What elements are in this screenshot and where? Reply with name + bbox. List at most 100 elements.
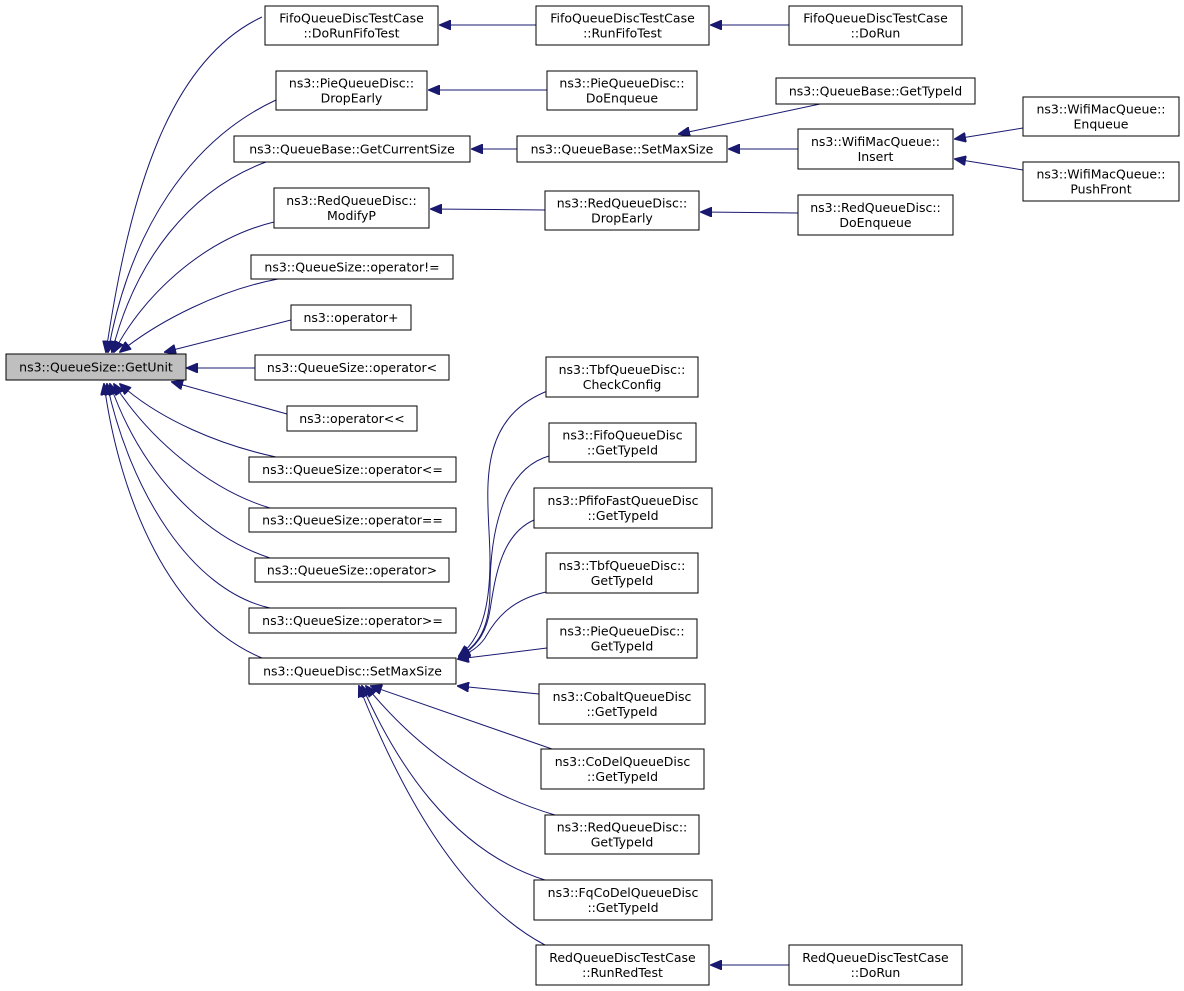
node-box [248, 456, 457, 483]
node-fifo-runfifotest[interactable]: FifoQueueDiscTestCase::RunFifoTest [535, 5, 710, 46]
node-codel-gettypeid[interactable]: ns3::CoDelQueueDisc::GetTypeId [540, 748, 705, 790]
edge-red_gettypeid-to-qd_setmaxsize [366, 686, 556, 816]
node-label: DoEnqueue [586, 91, 659, 106]
node-pie-doenqueue[interactable]: ns3::PieQueueDisc::DoEnqueue [546, 70, 698, 111]
node-qd-setmaxsize[interactable]: ns3::QueueDisc::SetMaxSize [248, 657, 457, 685]
node-qb-gettypeid[interactable]: ns3::QueueBase::GetTypeId [775, 77, 976, 105]
node-label: ::GetTypeId [586, 704, 657, 719]
node-qs-op-le[interactable]: ns3::QueueSize::operator<= [248, 456, 457, 483]
node-label: ns3::TbfQueueDisc:: [559, 362, 686, 377]
node-red-gettypeid[interactable]: ns3::RedQueueDisc::GetTypeId [544, 814, 700, 855]
node-qs-op-lt[interactable]: ns3::QueueSize::operator< [254, 354, 450, 381]
node-label: ns3::operator<< [299, 411, 405, 426]
node-qb-setmaxsize[interactable]: ns3::QueueBase::SetMaxSize [516, 135, 728, 163]
node-box [233, 135, 471, 163]
node-label: PushFront [1070, 182, 1131, 197]
edge-pie_dropearly-to-root [108, 99, 277, 352]
node-label: ::GetTypeId [587, 900, 658, 915]
node-tbf-gettypeid[interactable]: ns3::TbfQueueDisc::GetTypeId [545, 552, 699, 594]
node-label: ns3::PieQueueDisc:: [559, 76, 684, 91]
node-label: ns3::PieQueueDisc:: [559, 624, 684, 639]
node-box [540, 748, 705, 790]
node-box [533, 879, 713, 921]
edge-codel_gettypeid-to-qd_setmaxsize [371, 686, 553, 750]
node-label: ::DoRun [851, 26, 901, 41]
node-fqcodel-gettypeid[interactable]: ns3::FqCoDelQueueDisc::GetTypeId [533, 879, 713, 921]
node-redtest-dorun[interactable]: RedQueueDiscTestCase::DoRun [788, 944, 963, 986]
edge-fqcodel_gettypeid-to-qd_setmaxsize [362, 686, 546, 881]
node-red-modifyp[interactable]: ns3::RedQueueDisc::ModifyP [273, 187, 430, 229]
node-cobalt-gettypeid[interactable]: ns3::CobaltQueueDisc::GetTypeId [538, 683, 706, 725]
node-label: GetTypeId [591, 639, 654, 654]
node-wifi-enqueue[interactable]: ns3::WifiMacQueue::Enqueue [1022, 96, 1180, 137]
node-label: Insert [858, 149, 894, 164]
edge-red_doenqueue-to-red_dropearly [701, 212, 799, 213]
node-label: CheckConfig [583, 377, 662, 392]
node-op-plus[interactable]: ns3::operator+ [290, 304, 412, 331]
node-red-doenqueue[interactable]: ns3::RedQueueDisc::DoEnqueue [797, 194, 954, 236]
node-label: FifoQueueDiscTestCase [279, 11, 424, 26]
node-label: ns3::RedQueueDisc:: [557, 196, 688, 211]
node-root[interactable]: ns3::QueueSize::GetUnit [5, 353, 187, 381]
node-label: ns3::TbfQueueDisc:: [559, 558, 686, 573]
node-box [275, 70, 428, 111]
node-box [1022, 161, 1180, 202]
node-label: ns3::QueueSize::operator!= [264, 260, 439, 275]
edge-qb_gettypeid-to-qb_setmaxsize [679, 103, 821, 134]
node-wifi-pushfront[interactable]: ns3::WifiMacQueue::PushFront [1022, 161, 1180, 202]
node-label: RedQueueDiscTestCase [802, 950, 949, 965]
node-label: ::DoRun [851, 965, 901, 980]
node-qs-op-ne[interactable]: ns3::QueueSize::operator!= [250, 254, 454, 280]
node-box [1022, 96, 1180, 137]
node-fifoqd-gettypeid[interactable]: ns3::FifoQueueDisc::GetTypeId [548, 422, 697, 463]
node-box [248, 507, 457, 533]
edge-fifo_dorunfifotest-to-root [106, 16, 263, 352]
node-box [273, 187, 430, 229]
node-label: ns3::QueueBase::SetMaxSize [531, 142, 714, 157]
node-label: DropEarly [321, 91, 383, 106]
node-tbf-checkconfig[interactable]: ns3::TbfQueueDisc::CheckConfig [545, 356, 699, 398]
node-label: Enqueue [1074, 117, 1129, 132]
edge-qs_op_ge-to-root [107, 384, 271, 609]
node-pfifo-gettypeid[interactable]: ns3::PfifoFastQueueDisc::GetTypeId [533, 487, 713, 529]
edge-cobalt_gettypeid-to-qd_setmaxsize [458, 686, 540, 695]
node-qs-op-ge[interactable]: ns3::QueueSize::operator>= [248, 607, 457, 634]
node-pie-gettypeid[interactable]: ns3::PieQueueDisc::GetTypeId [546, 618, 698, 659]
node-box [533, 487, 713, 529]
node-box [250, 254, 454, 280]
node-label: ns3::QueueBase::GetTypeId [789, 84, 962, 99]
node-qs-op-gt[interactable]: ns3::QueueSize::operator> [254, 557, 450, 583]
node-wifi-insert[interactable]: ns3::WifiMacQueue::Insert [797, 128, 954, 170]
edge-op_shl-to-root [172, 382, 288, 415]
node-box [290, 304, 412, 331]
node-label: ns3::QueueDisc::SetMaxSize [263, 664, 442, 679]
node-label: ::GetTypeId [587, 769, 658, 784]
node-label: ::RunRedTest [582, 965, 663, 980]
node-label: ns3::QueueSize::operator== [262, 513, 443, 528]
node-label: ns3::QueueSize::operator> [267, 563, 437, 578]
node-redtest-runredtest[interactable]: RedQueueDiscTestCase::RunRedTest [535, 944, 710, 986]
node-label: ns3::QueueSize::operator<= [262, 462, 443, 477]
node-label: ::DoRunFifoTest [303, 26, 399, 41]
node-fifo-dorun[interactable]: FifoQueueDiscTestCase::DoRun [788, 5, 963, 46]
node-pie-dropearly[interactable]: ns3::PieQueueDisc::DropEarly [275, 70, 428, 111]
node-qb-getcurrentsize[interactable]: ns3::QueueBase::GetCurrentSize [233, 135, 471, 163]
edge-pie_gettypeid-to-qd_setmaxsize [458, 647, 548, 659]
node-box [797, 194, 954, 236]
node-op-shl[interactable]: ns3::operator<< [286, 405, 418, 432]
node-box [535, 5, 710, 46]
node-box [545, 552, 699, 594]
node-box [775, 77, 976, 105]
node-qs-op-eq[interactable]: ns3::QueueSize::operator== [248, 507, 457, 533]
node-label: GetTypeId [591, 573, 654, 588]
node-label: ns3::CobaltQueueDisc [553, 689, 692, 704]
node-red-dropearly[interactable]: ns3::RedQueueDisc::DropEarly [544, 190, 700, 231]
edge-pfifo_gettypeid-to-qd_setmaxsize [459, 519, 535, 657]
node-box [788, 944, 963, 986]
node-fifo-dorunfifotest[interactable]: FifoQueueDiscTestCase::DoRunFifoTest [264, 5, 439, 46]
edge-wifi_pushfront-to-wifi_insert [955, 159, 1024, 171]
node-label: ns3::RedQueueDisc:: [810, 200, 941, 215]
node-box [544, 814, 700, 855]
node-label: ns3::QueueSize::operator< [267, 360, 437, 375]
node-box [254, 557, 450, 583]
